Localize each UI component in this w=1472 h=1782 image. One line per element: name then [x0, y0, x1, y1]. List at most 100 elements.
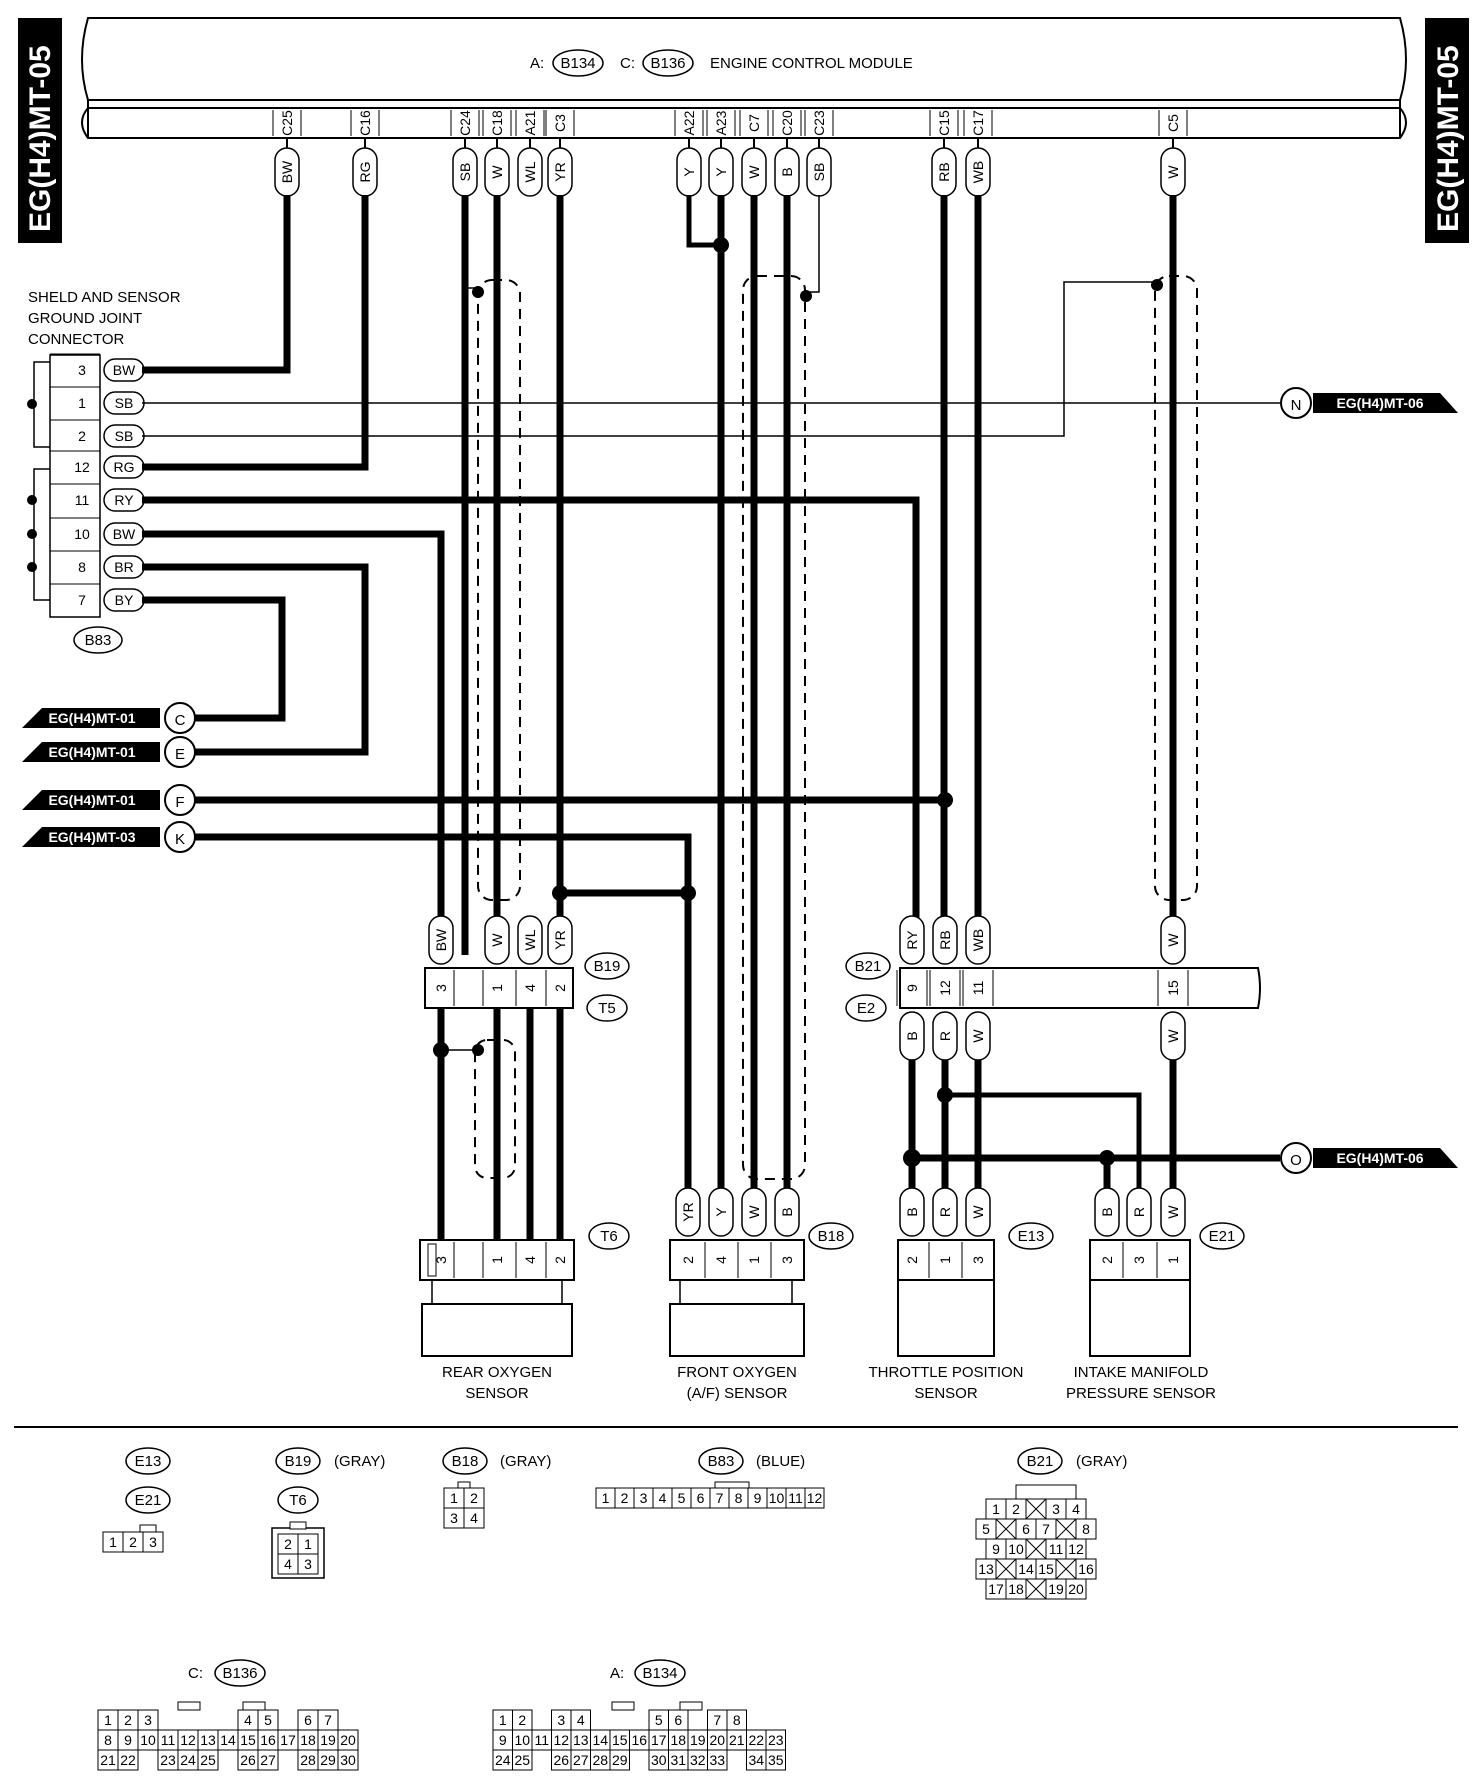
face-b21-pin-16: 16	[1078, 1561, 1094, 1577]
face-b18-pin-3: 3	[450, 1510, 458, 1526]
face-b136-pin-29: 29	[320, 1752, 336, 1768]
t5-id: T5	[598, 1000, 616, 1017]
ground-joint-pin-8: 8	[78, 559, 86, 575]
face-b19-pin-3: 3	[304, 1556, 312, 1572]
face-b136-pin-22: 22	[120, 1752, 136, 1768]
ecm-wire-a21: WL	[517, 147, 543, 197]
b21-top-wire-2: WB	[965, 915, 991, 965]
ground-joint-title-1: SHELD AND SENSOR	[28, 289, 181, 306]
face-b21-pin-9: 9	[992, 1541, 1000, 1557]
offpage-ref-k[interactable]: EG(H4)MT-03 K	[22, 821, 196, 853]
face-b136-pin-11: 11	[161, 1732, 176, 1748]
offpage-ref-k-letter: K	[175, 831, 185, 848]
e21-pin-1: 1	[1165, 1256, 1181, 1264]
ground-joint-connector-id: B83	[85, 632, 112, 649]
face-b21-pin-11: 11	[1049, 1541, 1064, 1557]
face-b83-color: (BLUE)	[756, 1453, 805, 1470]
ground-joint-wire-12: RG	[114, 459, 135, 475]
face-b134-pin-9: 9	[499, 1732, 507, 1748]
face-b136-pin-8: 8	[104, 1732, 112, 1748]
b21-top-wire-1: RB	[932, 915, 958, 965]
e13-wire-0: B	[899, 1187, 925, 1237]
face-b21-pin-4: 4	[1072, 1501, 1080, 1517]
ecm-pin-a22: A22	[681, 110, 697, 135]
face-b134-pin-32: 32	[690, 1752, 706, 1768]
ground-joint-wire-7: BY	[115, 592, 134, 608]
offpage-ref-n-name: EG(H4)MT-06	[1336, 395, 1423, 411]
throttle-sensor-label-1: THROTTLE POSITION	[868, 1364, 1023, 1381]
front-sensor-label-2: (A/F) SENSOR	[687, 1385, 788, 1402]
e13-pin-2: 2	[904, 1256, 920, 1264]
face-b21-pin-13: 13	[978, 1561, 994, 1577]
face-e13-id: E13	[135, 1453, 162, 1470]
face-b136-pin-21: 21	[100, 1752, 116, 1768]
face-b136-pin-3: 3	[144, 1712, 152, 1728]
face-b136-pin-2: 2	[124, 1712, 132, 1728]
b21-bottom-wire-2-label: W	[970, 1029, 986, 1043]
b19-wire-2: WL	[517, 915, 543, 965]
b21-bottom-wire-2: W	[965, 1011, 991, 1061]
face-b134-pin-26: 26	[553, 1752, 569, 1768]
ecm-wire-a23-label: Y	[713, 167, 729, 177]
face-b134-pin-2: 2	[518, 1712, 526, 1728]
b21-top-wire-0-label: RY	[904, 930, 920, 950]
b18-id: B18	[818, 1228, 845, 1245]
face-b83-pin-8: 8	[735, 1490, 743, 1506]
b18-wire-1-label: Y	[713, 1207, 729, 1217]
b21-top-wire-3: W	[1160, 915, 1186, 965]
ecm-wire-c3-label: YR	[552, 162, 568, 181]
e21-pin-2: 2	[1099, 1256, 1115, 1264]
ground-joint-pin-7: 7	[78, 592, 86, 608]
face-b134-pin-34: 34	[748, 1752, 764, 1768]
ecm-wire-c7-label: W	[746, 165, 762, 179]
face-b136-pin-26: 26	[240, 1752, 256, 1768]
face-b134-pin-18: 18	[670, 1732, 686, 1748]
rear-sensor-label-2: SENSOR	[465, 1385, 529, 1402]
ecm-a-prefix: A:	[530, 55, 544, 72]
e21-wire-1-label: R	[1131, 1207, 1147, 1217]
face-b136-pin-16: 16	[260, 1732, 276, 1748]
face-b21-pin-14: 14	[1018, 1561, 1034, 1577]
face-b134-pin-21: 21	[729, 1732, 745, 1748]
throttle-sensor-label-2: SENSOR	[914, 1385, 978, 1402]
b18-wire-0-label: YR	[680, 1202, 696, 1221]
intake-sensor-label-1: INTAKE MANIFOLD	[1074, 1364, 1209, 1381]
ecm-wire-c25-label: BW	[279, 160, 295, 183]
face-b136-pin-5: 5	[264, 1712, 272, 1728]
e21-wire-2: W	[1160, 1187, 1186, 1237]
face-b136-pin-24: 24	[180, 1752, 196, 1768]
ecm-wire-c15: RB	[931, 147, 957, 197]
offpage-ref-f-name: EG(H4)MT-01	[48, 792, 135, 808]
e13-id: E13	[1018, 1228, 1045, 1245]
page-tab-left[interactable]: EG(H4)MT-05	[18, 18, 62, 243]
ground-joint-pin-11: 11	[75, 492, 90, 508]
face-b136-pin-15: 15	[240, 1732, 256, 1748]
b21-top-wire-0: RY	[899, 915, 925, 965]
page-tab-right[interactable]: EG(H4)MT-05	[1425, 18, 1469, 243]
b18-wire-1: Y	[708, 1187, 734, 1237]
ecm-wire-c3: YR	[547, 147, 573, 197]
offpage-ref-k-name: EG(H4)MT-03	[48, 829, 135, 845]
t6-pin-2: 2	[552, 1256, 568, 1264]
b18-wire-0: YR	[675, 1187, 701, 1237]
e13-wire-0-label: B	[904, 1207, 920, 1216]
e21-wire-0-label: B	[1099, 1207, 1115, 1216]
ecm-wire-c15-label: RB	[936, 162, 952, 181]
face-b136-pin-10: 10	[140, 1732, 156, 1748]
offpage-ref-o-letter: O	[1290, 1152, 1302, 1169]
t6-pin-3: 3	[433, 1256, 449, 1264]
face-b134-pin-27: 27	[573, 1752, 589, 1768]
face-b21-pin-15: 15	[1038, 1561, 1054, 1577]
b19-wire-2-label: WL	[522, 929, 538, 950]
ecm-wire-c18-label: W	[489, 165, 505, 179]
